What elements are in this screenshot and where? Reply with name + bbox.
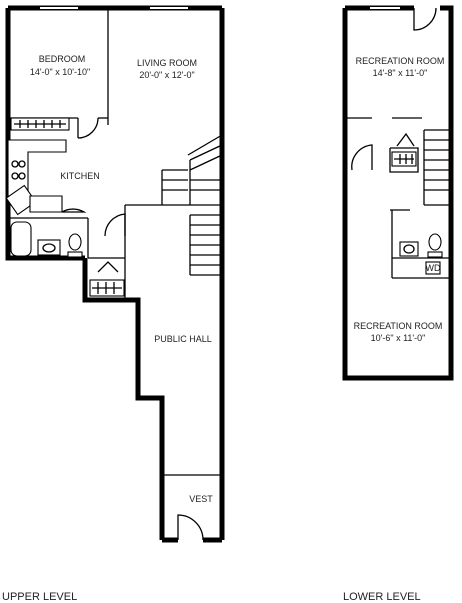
upper-stairs — [161, 134, 223, 276]
rec-room-2-size: 10'-6" x 11'-0" — [371, 333, 426, 343]
bedroom-closet — [10, 117, 70, 131]
bedroom-size: 14'-0" x 10'-10" — [30, 67, 90, 77]
washer-dryer-label: WD — [426, 263, 441, 273]
bedroom-name: BEDROOM — [39, 54, 86, 64]
upper-exterior-walls — [5, 5, 225, 543]
kitchen-name: KITCHEN — [60, 171, 100, 181]
living-door — [104, 213, 126, 237]
public-hall-name: PUBLIC HALL — [154, 334, 212, 344]
upper-level-plan: BEDROOM 14'-0" x 10'-10" LIVING ROOM 20'… — [2, 5, 225, 603]
rec-room-2-name: RECREATION ROOM — [354, 321, 443, 331]
rec-room-1-name: RECREATION ROOM — [356, 56, 445, 66]
rec-room-1-size: 14'-8" x 11'-0" — [373, 68, 428, 78]
upper-interior-walls — [8, 8, 222, 476]
kitchen-counter — [5, 139, 67, 216]
lower-stairs — [423, 129, 451, 206]
lower-interior-walls — [345, 117, 451, 279]
vest-door — [177, 514, 204, 541]
hall-closet — [89, 261, 125, 297]
living-room-name: LIVING ROOM — [137, 58, 197, 68]
lower-entry-door — [413, 7, 437, 31]
bedroom-door — [77, 117, 99, 139]
lower-level-label: LOWER LEVEL — [343, 591, 421, 603]
vest-name: VEST — [189, 494, 213, 504]
upper-bathroom — [10, 208, 87, 258]
lower-closet — [391, 132, 417, 167]
upper-level-label: UPPER LEVEL — [2, 591, 77, 603]
lower-level-plan: WD RECREATION ROOM 14'-8" x 11'-0" RECRE… — [342, 5, 454, 603]
lower-side-door — [351, 144, 373, 171]
lower-bathroom: WD — [399, 233, 443, 275]
lower-exterior-walls — [342, 5, 454, 381]
living-room-size: 20'-0" x 12'-0" — [139, 70, 194, 80]
